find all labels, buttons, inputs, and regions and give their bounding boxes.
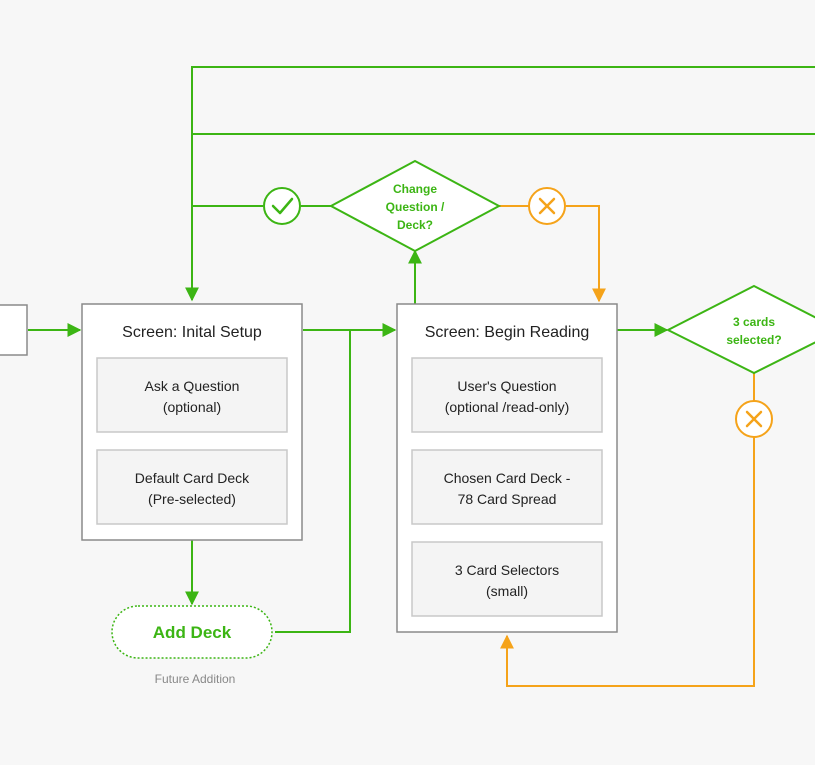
x-circle-icon	[735, 400, 773, 438]
decision-cards: 3 cards selected?	[665, 284, 815, 375]
setup-field-deck	[96, 449, 288, 525]
add-deck-label: Add Deck	[153, 623, 232, 642]
setup-field-deck-line1: Default Card Deck	[135, 470, 250, 486]
reading-field-selectors-line1: 3 Card Selectors	[455, 562, 559, 578]
reading-field-selectors	[411, 541, 603, 617]
x-circle-icon	[528, 187, 566, 225]
screen-setup: Screen: Inital Setup Ask a Question (opt…	[81, 303, 303, 541]
reading-field-question	[411, 357, 603, 433]
future-addition-note: Future Addition	[155, 672, 236, 686]
screen-reading: Screen: Begin Reading User's Question (o…	[396, 303, 618, 633]
decision-cards-line2: selected?	[726, 333, 781, 347]
reading-field-question-line2: (optional /read-only)	[445, 399, 570, 415]
reading-field-question-line1: User's Question	[457, 378, 556, 394]
decision-change-diamond	[328, 159, 502, 253]
reading-field-deck	[411, 449, 603, 525]
setup-field-question-line2: (optional)	[163, 399, 221, 415]
no-to-reading-line	[566, 205, 606, 303]
reading-field-deck-line1: Chosen Card Deck -	[444, 470, 571, 486]
decision-change: Change Question / Deck?	[328, 159, 502, 253]
setup-field-question-line1: Ask a Question	[145, 378, 240, 394]
decision-change-line1: Change	[393, 182, 437, 196]
reading-field-selectors-line2: (small)	[486, 583, 528, 599]
screen-reading-title: Screen: Begin Reading	[425, 324, 590, 341]
decision-cards-diamond	[665, 284, 815, 375]
loop-line-top	[185, 66, 815, 302]
setup-field-question	[96, 357, 288, 433]
screen-setup-title: Screen: Inital Setup	[122, 324, 262, 341]
green-connectors	[28, 66, 815, 633]
add-deck-pill	[111, 605, 273, 659]
cards-no-loop-line	[500, 437, 755, 687]
setup-field-deck-line2: (Pre-selected)	[148, 491, 236, 507]
add-deck-node: Add Deck Future Addition	[111, 605, 273, 686]
decision-cards-line1: 3 cards	[733, 315, 775, 329]
reading-field-deck-line2: 78 Card Spread	[458, 491, 557, 507]
decision-change-line3: Deck?	[397, 218, 433, 232]
decision-change-line2: Question /	[386, 200, 445, 214]
orange-connectors	[499, 205, 755, 687]
entry-box	[0, 304, 28, 356]
add-deck-to-reading-connector	[275, 330, 351, 633]
check-circle-icon	[263, 187, 301, 225]
